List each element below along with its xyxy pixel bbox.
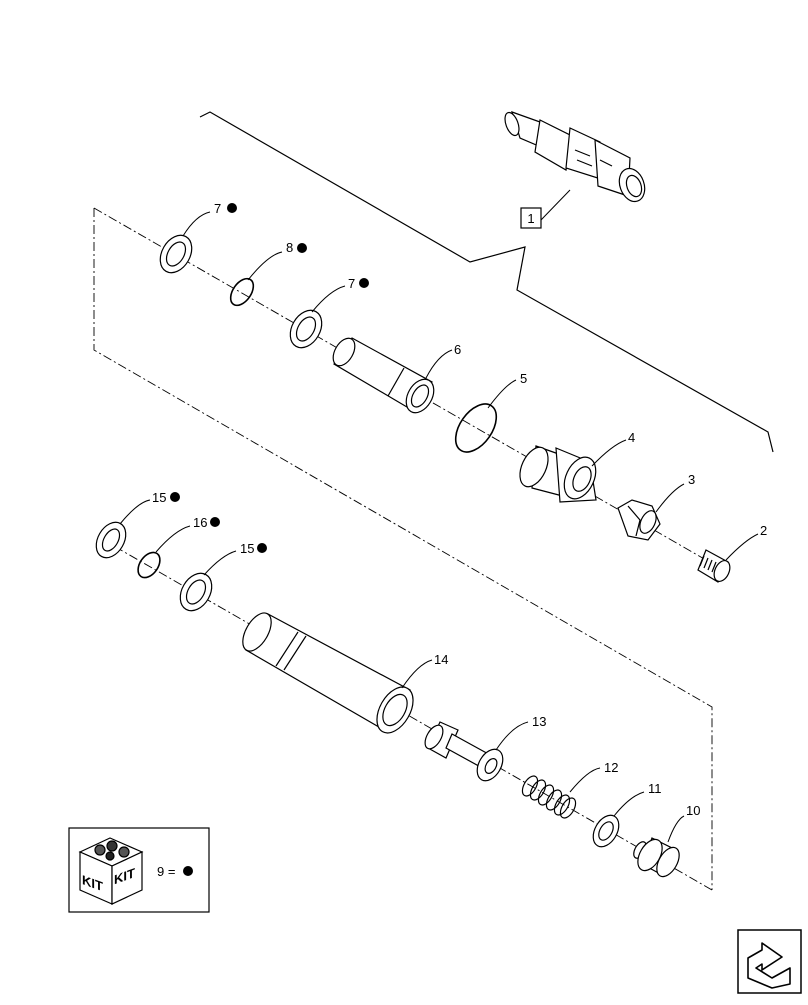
callout-14: 14	[434, 652, 448, 667]
callout-1: 1	[527, 211, 534, 226]
callout-7b: 7	[348, 276, 355, 291]
spring-12	[521, 775, 577, 819]
fitting-4	[519, 445, 597, 503]
poppet-13	[424, 721, 504, 782]
callout-7a: 7	[214, 201, 221, 216]
callout-3: 3	[688, 472, 695, 487]
callout-11: 11	[648, 781, 662, 796]
callout-2: 2	[760, 523, 767, 538]
washer-15b	[179, 572, 213, 612]
callout-10: 10	[686, 803, 700, 818]
callout-1-box	[520, 207, 542, 229]
callout-15b: 15	[240, 541, 254, 556]
return-arrow-icon	[747, 942, 791, 989]
callout-6: 6	[454, 342, 461, 357]
callout-13: 13	[532, 714, 546, 729]
kit-dot-16	[210, 517, 220, 527]
callout-15a: 15	[152, 490, 166, 505]
kit-dot-8	[297, 243, 307, 253]
cap-10	[633, 837, 680, 878]
valve-assembly	[504, 111, 646, 203]
washer-15a	[95, 521, 127, 559]
washer-7a	[159, 234, 193, 274]
kit-boundary-line	[93, 208, 713, 890]
kit-dot-15b	[257, 543, 267, 553]
sleeve-6	[332, 337, 435, 414]
o-ring-8	[229, 277, 255, 307]
kit-legend-dot	[183, 866, 193, 876]
sleeve-14	[242, 612, 414, 734]
kit-box-icon	[78, 837, 144, 905]
kit-dot-15a	[170, 492, 180, 502]
washer-7b	[289, 309, 323, 349]
kit-dot-7a	[227, 203, 237, 213]
assembly-bracket-line	[199, 111, 774, 453]
kit-legend-text: 9 =	[157, 864, 175, 879]
callout-8: 8	[286, 240, 293, 255]
callout-4: 4	[628, 430, 635, 445]
o-ring-5	[454, 403, 498, 453]
kit-dot-7b	[359, 278, 369, 288]
o-ring-16	[137, 551, 161, 579]
axis-lines	[93, 207, 721, 891]
callout-16: 16	[193, 515, 207, 530]
nut-3	[617, 499, 661, 541]
callout-12: 12	[604, 760, 618, 775]
plug-2	[697, 549, 731, 583]
washer-11	[592, 814, 620, 848]
callout-5: 5	[520, 371, 527, 386]
